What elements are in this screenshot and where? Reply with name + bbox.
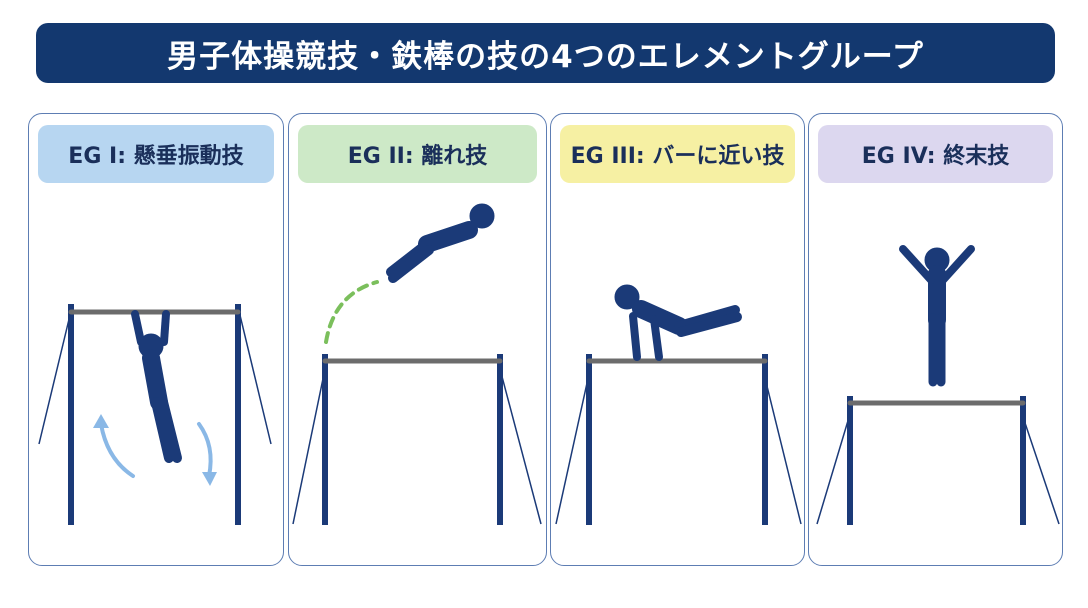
horizontal-bar-apparatus	[816, 396, 1060, 525]
eg3-illustration	[555, 284, 802, 525]
swing-arrows	[93, 414, 217, 486]
eg4-label: EG IV: 終末技	[818, 125, 1053, 183]
horizontal-bar-apparatus	[292, 354, 542, 525]
eg2-label: EG II: 離れ技	[298, 125, 537, 183]
panel-eg1: EG I: 懸垂振動技	[28, 113, 284, 566]
eg1-label: EG I: 懸垂振動技	[38, 125, 274, 183]
eg1-illustration	[38, 304, 272, 525]
eg3-label: EG III: バーに近い技	[560, 125, 795, 183]
eg2-illustration	[292, 203, 542, 525]
gymnast-landing-pose	[899, 245, 975, 387]
gymnast-hanging-swing	[131, 310, 182, 463]
panel-eg2: EG II: 離れ技	[288, 113, 547, 566]
flight-path	[324, 280, 379, 344]
eg4-illustration	[816, 245, 1060, 525]
horizontal-bar-apparatus	[38, 304, 272, 525]
panel-eg3: EG III: バーに近い技	[550, 113, 805, 566]
page-title: 男子体操競技・鉄棒の技の4つのエレメントグループ	[36, 23, 1055, 83]
panel-eg4: EG IV: 終末技	[808, 113, 1063, 566]
horizontal-bar-apparatus	[555, 354, 802, 525]
gymnast-close-to-bar	[614, 284, 742, 361]
gymnast-in-flight	[386, 203, 495, 283]
